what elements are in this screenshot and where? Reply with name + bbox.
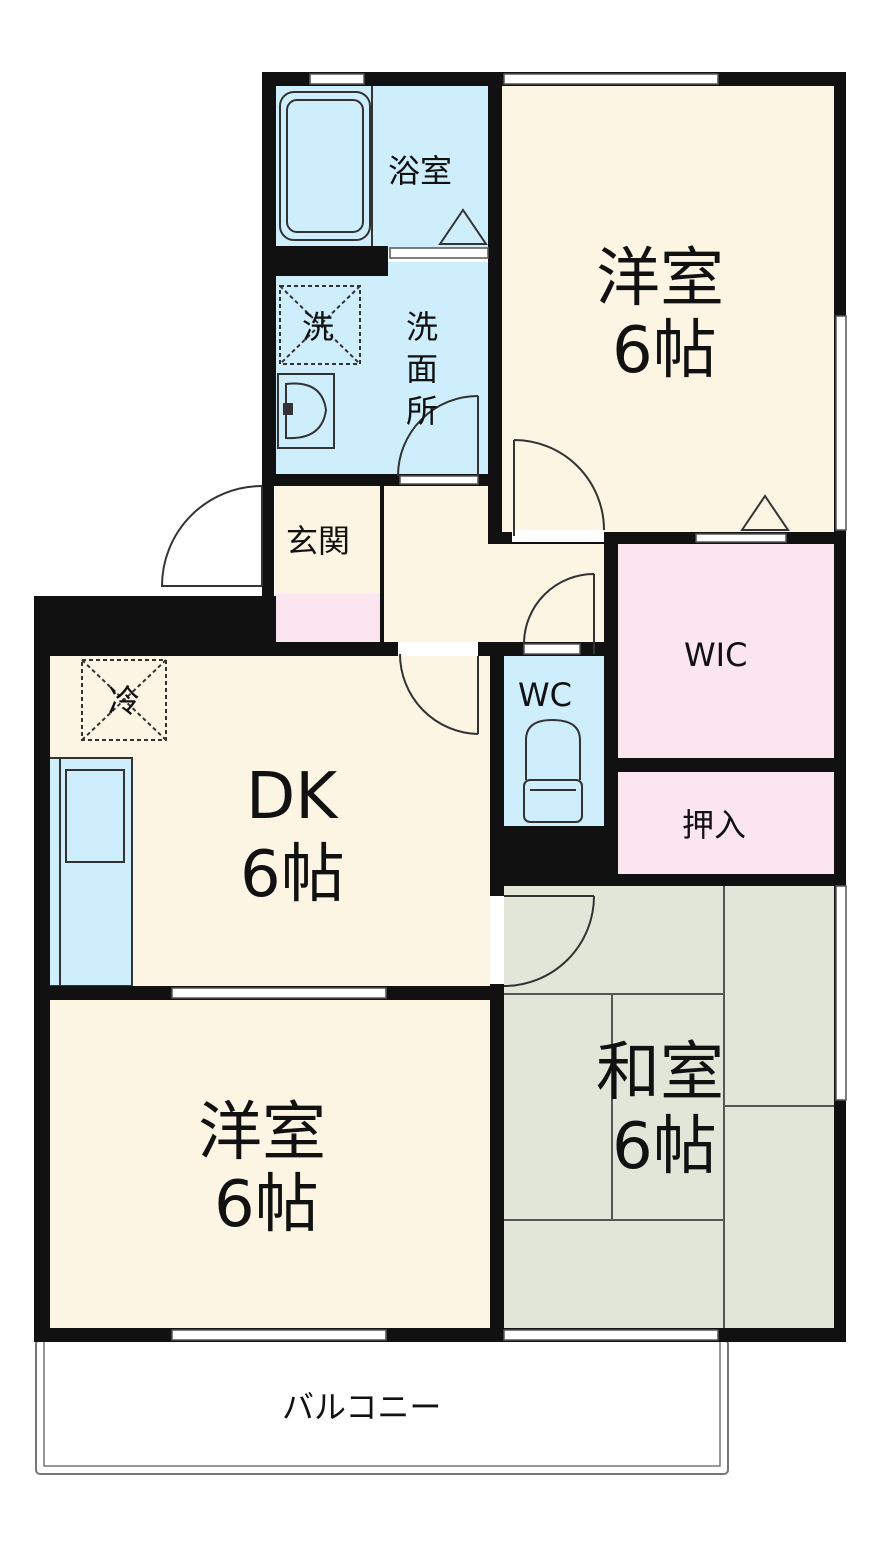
washbasin-bowl <box>285 382 328 440</box>
windows <box>171 73 847 1341</box>
western-bottom-label: 洋室 <box>198 1096 326 1170</box>
fixtures <box>47 86 836 1330</box>
wc-label: WC <box>518 676 572 714</box>
labels: 浴室 洗 洗 面 所 洋室 6帖 玄関 WIC 冷 WC 押入 DK 6帖 洋室… <box>108 152 747 1426</box>
window-wic <box>695 533 787 543</box>
japanese-size: 6帖 <box>612 1110 717 1184</box>
washing-machine-diag1 <box>279 285 361 365</box>
toilet-tank <box>523 779 583 823</box>
fridge-label: 冷 <box>108 682 140 720</box>
window-wc <box>523 643 581 655</box>
wc-area <box>500 654 604 826</box>
bathtub <box>279 91 371 241</box>
toilet-bowl <box>525 718 581 780</box>
kitchen-sink <box>65 769 125 863</box>
washing-machine-space <box>279 285 361 365</box>
washing-machine-diag2 <box>279 285 361 365</box>
entrance-label: 玄関 <box>286 522 350 560</box>
window-western-top <box>503 73 719 85</box>
balcony-label: バルコニー <box>282 1388 441 1426</box>
fridge-diag2 <box>81 659 167 741</box>
window-western-bottom <box>171 1329 387 1341</box>
bath-triangle-mark <box>438 208 488 245</box>
bath-label: 浴室 <box>388 152 452 190</box>
japanese-room-area <box>500 886 836 1330</box>
window-dk <box>171 987 387 999</box>
wic-triangle-mark <box>740 494 790 531</box>
japanese-label: 和室 <box>596 1036 724 1110</box>
washroom-label-3: 所 <box>406 392 438 430</box>
washroom-label-2: 面 <box>406 350 438 388</box>
window-bath-door <box>389 247 489 259</box>
western-top-door-swing <box>513 439 605 536</box>
window-japanese-side <box>835 885 847 1101</box>
window-bath <box>309 73 365 85</box>
wic-area <box>616 542 836 760</box>
western-bottom-size: 6帖 <box>214 1168 319 1242</box>
dk-door-swing <box>399 653 479 735</box>
washroom-label-1: 洗 <box>406 308 438 346</box>
washroom-door-swing <box>397 395 479 477</box>
washroom-area <box>275 262 490 480</box>
japanese-door-swing <box>503 895 595 987</box>
closet-label: 押入 <box>682 806 746 844</box>
wc-door-swing <box>523 573 595 654</box>
window-western-top-side <box>835 315 847 531</box>
western-top-label: 洋室 <box>596 242 724 316</box>
entrance-step-area <box>275 594 383 644</box>
window-japanese-bottom <box>503 1329 719 1341</box>
bathtub-inner <box>286 99 364 233</box>
dk-size: 6帖 <box>240 838 345 912</box>
wic-label: WIC <box>684 636 747 674</box>
window-washroom <box>399 475 479 485</box>
entrance-door-swing <box>160 485 263 587</box>
washbasin-counter <box>277 373 335 449</box>
laundry-label: 洗 <box>302 308 334 346</box>
faucet <box>283 403 293 415</box>
western-top-size: 6帖 <box>612 314 717 388</box>
western-room-top-area <box>500 84 836 532</box>
closet-area <box>616 770 836 876</box>
tatami-lines <box>500 886 836 1330</box>
kitchen-counter <box>47 757 133 987</box>
dk-label: DK <box>246 760 339 834</box>
western-room-bottom-area <box>48 998 492 1330</box>
fridge-space <box>81 659 167 741</box>
doors <box>160 395 605 987</box>
